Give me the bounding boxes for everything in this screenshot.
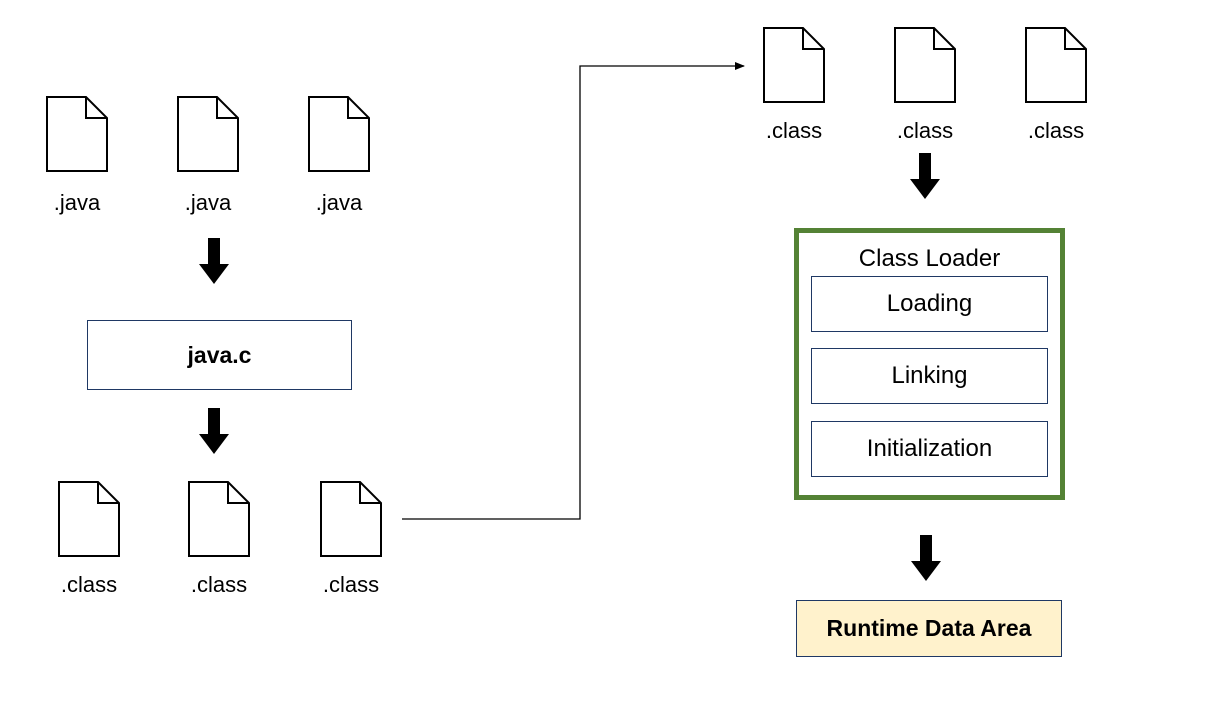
runtime-label: Runtime Data Area [826, 615, 1032, 641]
class-file-icon [188, 481, 250, 557]
class-file-label: .class [1027, 118, 1085, 143]
class-file-icon [894, 27, 956, 103]
class-loader-box: Class Loader Loading Linking Initializat… [794, 228, 1065, 500]
down-arrow-icon [199, 408, 229, 454]
class-file-icon [58, 481, 120, 557]
linking-stage: Linking [811, 348, 1048, 404]
class-file-label: .class [765, 118, 823, 143]
down-arrow-icon [910, 153, 940, 199]
class-file-label: .class [190, 572, 248, 597]
class-loader-title: Class Loader [858, 245, 1001, 272]
java-file-label: .java [53, 190, 101, 215]
down-arrow-icon [911, 535, 941, 581]
class-file-label: .class [896, 118, 954, 143]
class-file-icon [1025, 27, 1087, 103]
runtime-data-area-box: Runtime Data Area [796, 600, 1062, 657]
class-file-label: .class [322, 572, 380, 597]
java-file-icon [46, 96, 108, 172]
class-file-icon [763, 27, 825, 103]
down-arrow-icon [199, 238, 229, 284]
java-file-icon [177, 96, 239, 172]
java-file-label: .java [184, 190, 232, 215]
class-file-label: .class [60, 572, 118, 597]
initialization-stage: Initialization [811, 421, 1048, 477]
stage-label: Linking [891, 362, 968, 389]
stage-label: Loading [886, 290, 973, 317]
stage-label: Initialization [866, 435, 993, 462]
connector-line [402, 62, 745, 520]
loading-stage: Loading [811, 276, 1048, 332]
class-file-icon [320, 481, 382, 557]
compiler-box: java.c [87, 320, 352, 390]
java-file-label: .java [315, 190, 363, 215]
java-file-icon [308, 96, 370, 172]
compiler-label: java.c [187, 341, 252, 368]
